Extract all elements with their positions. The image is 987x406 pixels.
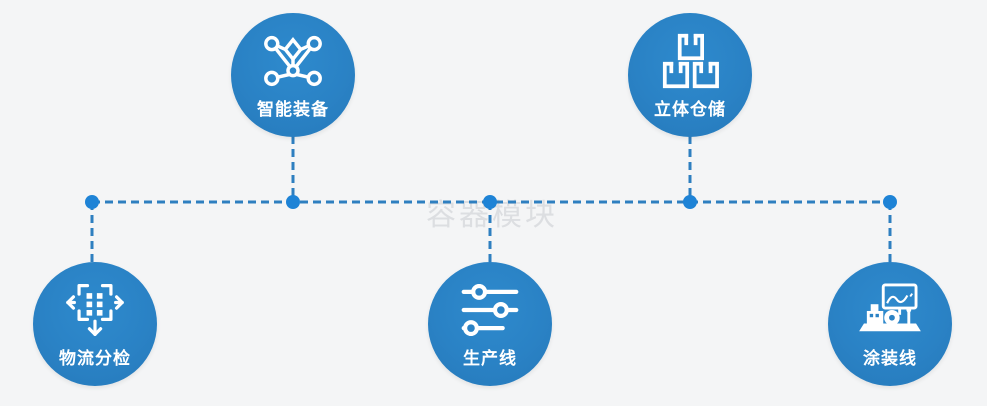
junction-dot bbox=[683, 195, 697, 209]
machine-monitor-icon bbox=[859, 282, 921, 338]
junction-dot bbox=[883, 195, 897, 209]
junction-dot bbox=[85, 195, 99, 209]
node-label: 物流分检 bbox=[59, 349, 131, 368]
sorting-arrows-icon bbox=[65, 282, 125, 338]
sliders-icon bbox=[461, 282, 519, 338]
network-nodes-icon bbox=[262, 33, 324, 89]
node-painting-line: 涂装线 bbox=[828, 262, 952, 386]
junction-dot bbox=[286, 195, 300, 209]
node-label: 涂装线 bbox=[863, 349, 917, 368]
node-label: 智能装备 bbox=[257, 100, 329, 119]
stacked-boxes-icon bbox=[660, 33, 720, 89]
node-label: 立体仓储 bbox=[654, 100, 726, 119]
node-smart-equipment: 智能装备 bbox=[231, 13, 355, 137]
node-logistics-sorting: 物流分检 bbox=[33, 262, 157, 386]
node-warehouse: 立体仓储 bbox=[628, 13, 752, 137]
node-production-line: 生产线 bbox=[428, 262, 552, 386]
node-label: 生产线 bbox=[463, 349, 517, 368]
junction-dot bbox=[483, 195, 497, 209]
